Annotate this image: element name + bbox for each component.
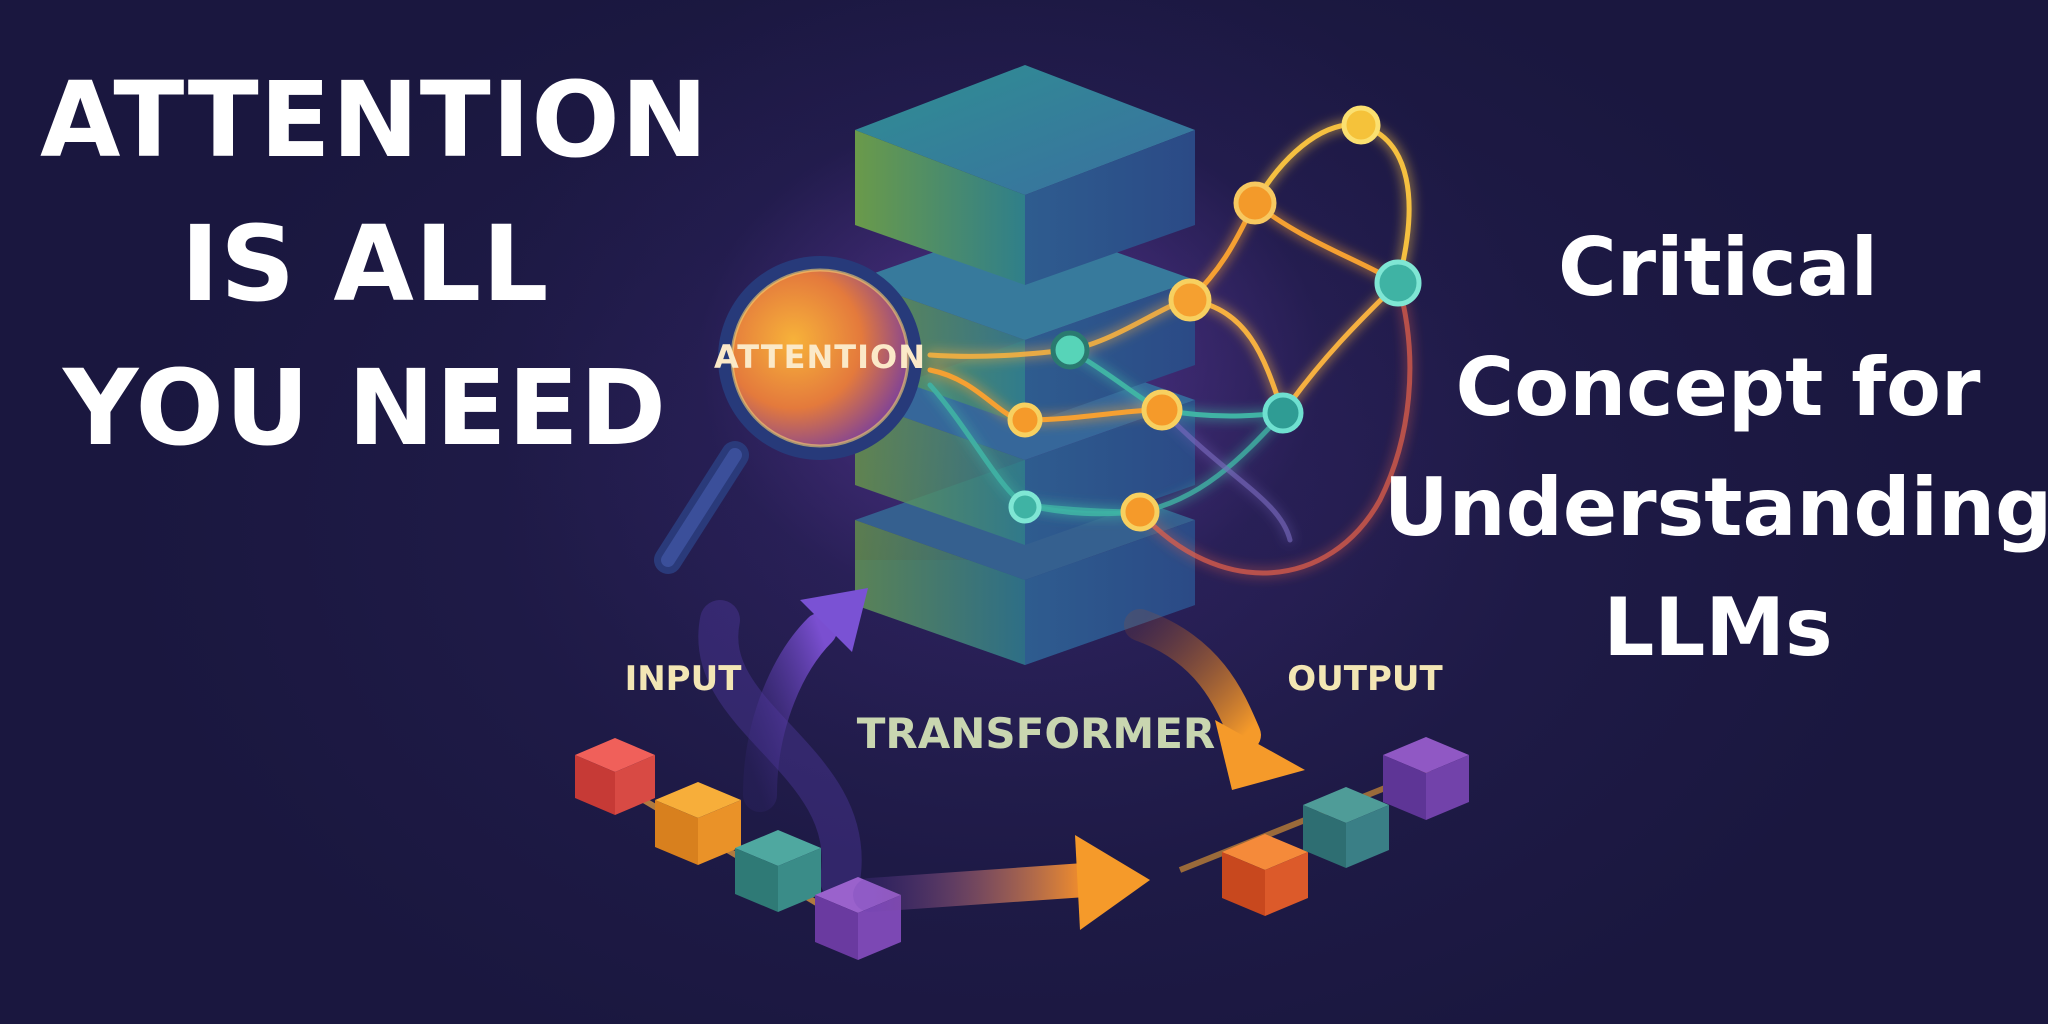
token-block-icon [735, 830, 821, 912]
arrow-icon [743, 588, 1305, 930]
token-block-icon [575, 738, 655, 815]
magnifier-icon [654, 256, 922, 574]
headline-line-2: IS ALL [180, 203, 550, 325]
output-tokens [1178, 737, 1469, 916]
transformer-label: TRANSFORMER [857, 709, 1215, 758]
subheadline-line-3: Understanding [1383, 461, 2048, 554]
output-label: OUTPUT [1287, 659, 1443, 699]
input-label: INPUT [625, 659, 743, 699]
token-block-icon [655, 782, 741, 865]
attention-node-icon [1007, 105, 1422, 532]
main-headline: ATTENTION IS ALL YOU NEED [40, 48, 709, 480]
subheadline-line-1: Critical [1557, 221, 1879, 314]
token-block-icon [1303, 787, 1389, 868]
input-tokens [575, 738, 901, 960]
subheadline: Critical Concept for Understanding LLMs [1378, 208, 2048, 688]
token-block-icon [1383, 737, 1469, 820]
subheadline-line-2: Concept for [1455, 341, 1981, 434]
subheadline-line-4: LLMs [1603, 581, 1833, 674]
headline-line-1: ATTENTION [40, 59, 709, 181]
magnifier-label: ATTENTION [714, 338, 926, 376]
token-block-icon [1222, 834, 1308, 916]
headline-line-3: YOU NEED [62, 347, 668, 469]
